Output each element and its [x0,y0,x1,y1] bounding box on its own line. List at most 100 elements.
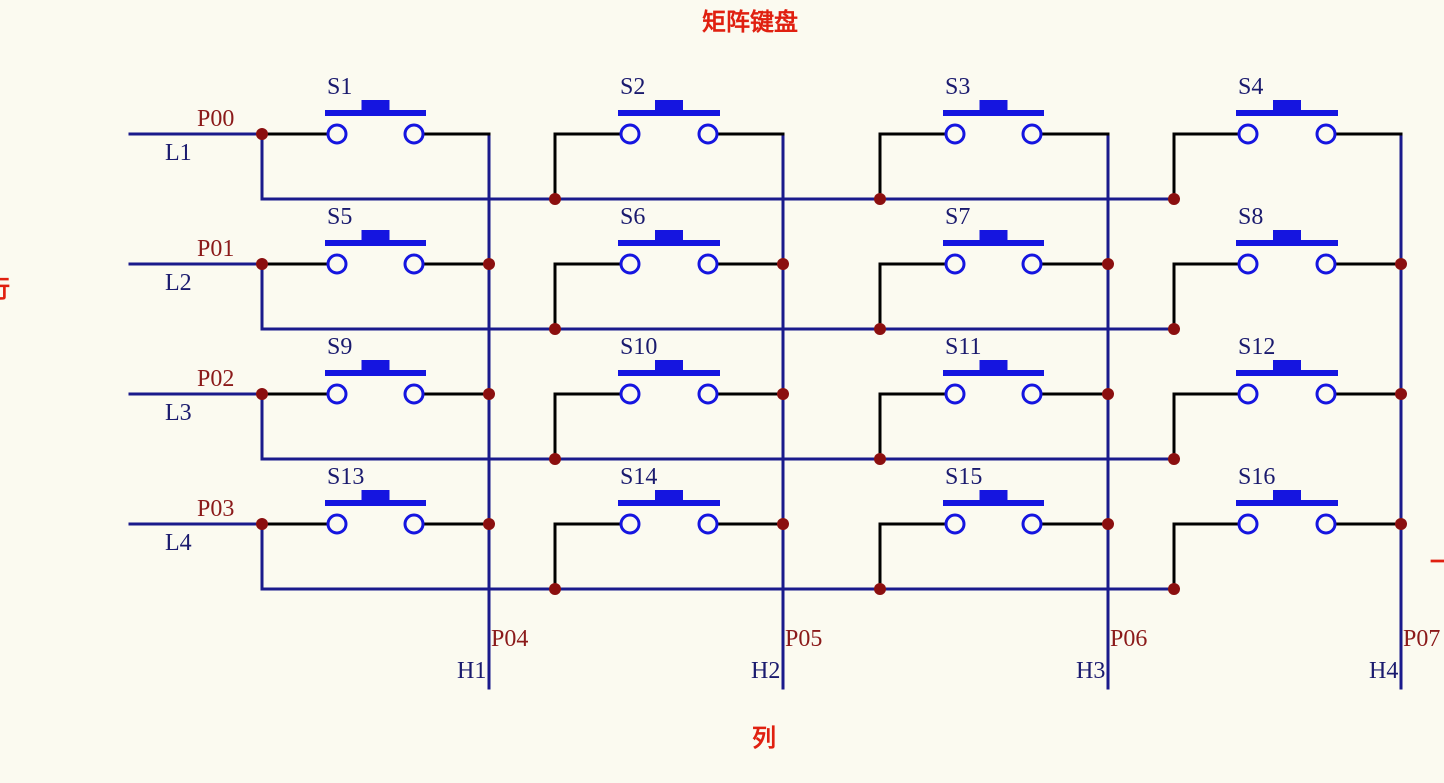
column-junction-dot [777,518,789,530]
switch-actuator-knob [1273,230,1301,241]
switch-label: S15 [945,464,982,490]
switch-contact-right [697,123,719,145]
column-port-label: P07 [1403,626,1440,652]
switch-label: S8 [1238,204,1263,230]
switch-contact-left [619,123,641,145]
push-button-switch [943,490,1044,535]
switch-actuator-bar [1236,370,1338,376]
labels-layer: 矩阵键盘 列 行 一 P00L1P01L2P02L3P03L4P04H1P05H… [0,8,1444,752]
switch-left-lead [1172,132,1238,199]
switch-actuator-bar [1236,500,1338,506]
column-port-label: P05 [785,626,822,652]
switch-label: S9 [327,334,352,360]
switch-actuator-bar [325,240,426,246]
push-button-switch [325,100,426,145]
row-net-label: L3 [165,400,192,426]
switch-label: S10 [620,334,657,360]
switch-contact-left [944,123,966,145]
switch-contact-right [403,383,425,405]
bus-junction-dot [549,193,561,205]
row-bus-line [260,264,1176,331]
row-bus-line [260,134,1176,201]
switch-contact-right [697,513,719,535]
switch-actuator-bar [618,500,720,506]
switch-actuator-bar [1236,240,1338,246]
switch-actuator-bar [618,110,720,116]
bus-junction-dot [874,583,886,595]
column-junction-dot [1395,258,1407,270]
push-button-switch [618,230,720,275]
switch-contact-left [1237,123,1259,145]
switch-label: S4 [1238,74,1263,100]
push-button-switch [618,490,720,535]
switch-contact-left [944,253,966,275]
bus-junction-dot [874,453,886,465]
row-junction-dot [256,388,268,400]
switch-label: S7 [945,204,970,230]
switch-left-lead [1172,262,1238,329]
push-button-switch [1236,490,1338,535]
switch-actuator-bar [943,110,1044,116]
column-port-label: P04 [491,626,528,652]
switch-label: S2 [620,74,645,100]
row-bus-line [260,524,1176,591]
switch-contact-right [1021,123,1043,145]
switch-contact-left [619,513,641,535]
switch-label: S1 [327,74,352,100]
switch-left-lead [1172,522,1238,589]
push-button-switch [943,100,1044,145]
column-junction-dot [483,258,495,270]
switch-label: S12 [1238,334,1275,360]
column-net-label: H3 [1076,658,1105,684]
switch-contact-right [403,123,425,145]
bus-junction-dot [1168,323,1180,335]
switch-actuator-bar [325,370,426,376]
switch-actuator-knob [655,230,683,241]
switch-label: S16 [1238,464,1275,490]
switch-contact-right [697,253,719,275]
push-button-switch [1236,230,1338,275]
junctions-layer [256,128,1407,595]
bus-junction-dot [1168,583,1180,595]
bus-junction-dot [1168,453,1180,465]
switch-contact-right [1021,383,1043,405]
bus-junction-dot [549,323,561,335]
switch-contact-right [1315,123,1337,145]
push-button-switch [325,360,426,405]
switch-contact-left [944,513,966,535]
switch-contact-left [326,383,348,405]
column-port-label: P06 [1110,626,1147,652]
switch-contact-right [1315,513,1337,535]
column-junction-dot [1395,388,1407,400]
switch-actuator-bar [943,500,1044,506]
row-net-label: L1 [165,140,192,166]
right-edge-mark: 一 [1430,548,1444,576]
push-button-switch [618,100,720,145]
switch-actuator-bar [325,110,426,116]
switch-actuator-bar [618,370,720,376]
switch-contact-left [1237,383,1259,405]
column-junction-dot [1395,518,1407,530]
column-junction-dot [1102,518,1114,530]
switch-left-lead [553,392,620,459]
switch-left-lead [1172,392,1238,459]
switch-left-lead [878,392,945,459]
column-junction-dot [483,388,495,400]
switch-label: S6 [620,204,645,230]
row-port-label: P02 [197,366,234,392]
switch-actuator-knob [1273,100,1301,111]
row-port-label: P03 [197,496,234,522]
switch-contact-left [944,383,966,405]
row-port-label: P01 [197,236,234,262]
switch-contact-right [403,513,425,535]
wires-layer [128,132,1403,690]
switch-actuator-knob [979,230,1008,241]
push-button-switch [325,230,426,275]
switches-layer [325,100,1338,535]
column-net-label: H4 [1369,658,1398,684]
switch-contact-left [619,383,641,405]
bus-junction-dot [549,583,561,595]
row-net-label: L4 [165,530,192,556]
switch-actuator-knob [979,100,1008,111]
